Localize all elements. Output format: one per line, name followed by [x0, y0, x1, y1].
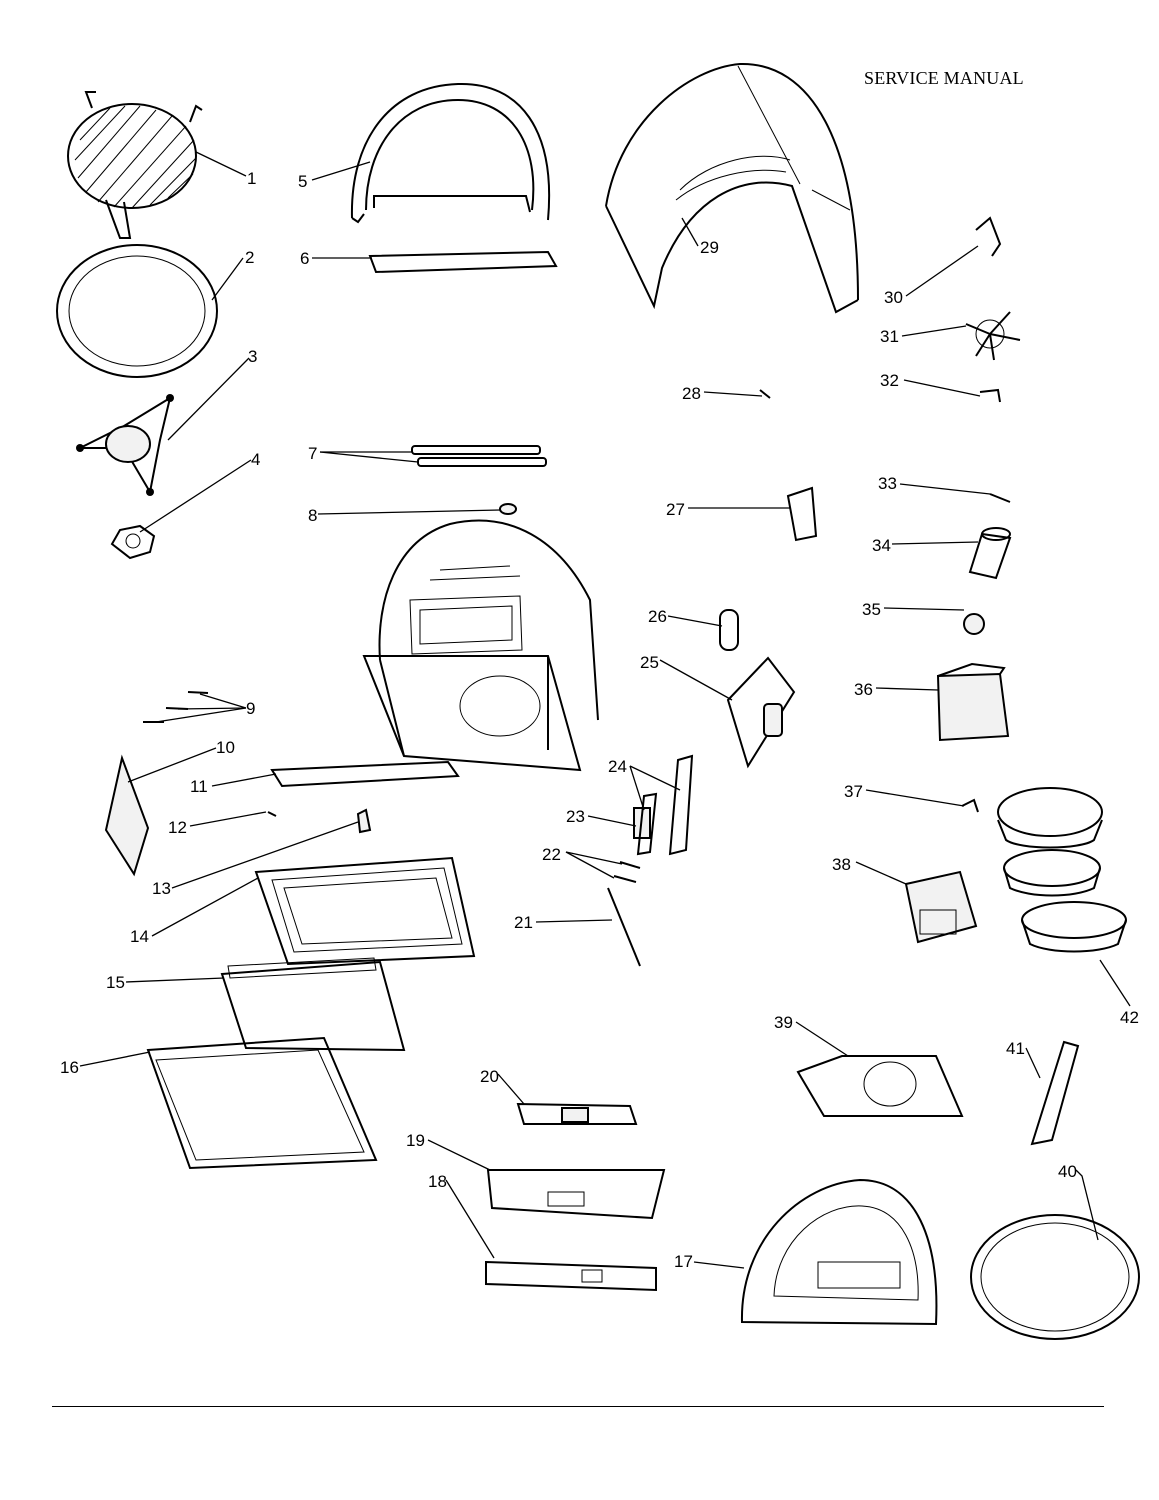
callout-35: 35	[862, 600, 881, 619]
part-heater-tubes	[411, 445, 547, 467]
callout-10: 10	[216, 738, 235, 757]
callout-1: 1	[247, 169, 256, 188]
part-thermal-probe	[607, 887, 641, 967]
header-title: SERVICE MANUAL	[864, 68, 1024, 88]
callout-39: 39	[774, 1013, 793, 1032]
part-grill-rack	[67, 91, 203, 239]
part-hook	[975, 216, 1002, 257]
callout-19: 19	[406, 1131, 425, 1150]
callout-40: 40	[1058, 1162, 1077, 1181]
callout-8: 8	[308, 506, 317, 525]
callout-23: 23	[566, 807, 585, 826]
callout-13: 13	[152, 879, 171, 898]
part-capacitor	[968, 527, 1012, 580]
callout-7: 7	[308, 444, 317, 463]
part-tongs	[1030, 1040, 1080, 1146]
part-door-panel	[146, 1036, 378, 1170]
callout-22: 22	[542, 845, 561, 864]
part-door-inner	[220, 957, 406, 1052]
callout-31: 31	[880, 327, 899, 346]
callout-21: 21	[514, 913, 533, 932]
part-fan-motor-blade	[965, 311, 1021, 361]
part-transformer	[904, 870, 978, 944]
part-gasket-ring	[970, 1214, 1140, 1340]
part-fan-bracket	[796, 1055, 964, 1117]
part-roller-stay	[76, 394, 174, 496]
part-pcb-board	[516, 1102, 638, 1125]
callout-32: 32	[880, 371, 899, 390]
part-pin-33	[989, 493, 1011, 503]
callout-labels: 1 2 3 4 5 6 7 8 9 10 11 12 13 14 15 16 1…	[60, 169, 1139, 1271]
leader-lines	[79, 151, 1131, 1269]
part-sensor-35	[963, 613, 985, 635]
part-roller-ring-gasket	[56, 244, 218, 378]
part-pin-28	[759, 389, 771, 399]
part-back-arch-cover	[740, 1178, 938, 1326]
callout-38: 38	[832, 855, 851, 874]
part-front-arch-frame	[350, 82, 551, 224]
part-clip-37	[961, 798, 979, 813]
part-outer-case	[605, 62, 859, 314]
part-screw-12	[267, 811, 277, 817]
part-screws	[143, 691, 209, 723]
callout-20: 20	[480, 1067, 499, 1086]
callout-28: 28	[682, 384, 701, 403]
callout-27: 27	[666, 500, 685, 519]
part-front-strip	[368, 250, 558, 274]
callout-3: 3	[248, 347, 257, 366]
part-sensor-bracket	[786, 486, 818, 542]
footer-rule	[52, 1406, 1104, 1407]
part-magnetron	[936, 662, 1010, 742]
callout-6: 6	[300, 249, 309, 268]
part-screws-22	[613, 861, 641, 883]
callout-17: 17	[674, 1252, 693, 1271]
callout-11: 11	[190, 777, 208, 796]
callout-14: 14	[130, 927, 149, 946]
callout-18: 18	[428, 1172, 447, 1191]
callout-2: 2	[245, 248, 254, 267]
callout-36: 36	[854, 680, 873, 699]
callout-25: 25	[640, 653, 659, 672]
part-coupler	[110, 524, 156, 560]
callout-16: 16	[60, 1058, 79, 1077]
part-wave-guide-cover	[104, 754, 150, 877]
part-glass-bowl-set	[997, 787, 1127, 953]
callout-30: 30	[884, 288, 903, 307]
part-bottom-bar	[270, 760, 460, 788]
callout-15: 15	[106, 973, 125, 992]
part-control-strip	[485, 1260, 657, 1292]
callout-33: 33	[878, 474, 897, 493]
part-connector-8	[499, 503, 517, 515]
callout-12: 12	[168, 818, 187, 837]
callout-42: 42	[1120, 1008, 1139, 1027]
part-bracket-assembly	[726, 656, 796, 769]
part-oven-cavity	[362, 519, 599, 772]
part-thermal-fuse	[719, 609, 739, 651]
part-door-frame	[254, 856, 476, 966]
part-switch-bracket	[636, 754, 694, 856]
part-control-housing	[486, 1169, 666, 1220]
callout-29: 29	[700, 238, 719, 257]
callout-5: 5	[298, 172, 307, 191]
callout-4: 4	[251, 450, 260, 469]
callout-9: 9	[246, 699, 255, 718]
callout-34: 34	[872, 536, 891, 555]
callout-24: 24	[608, 757, 627, 776]
part-clip-32	[979, 388, 1001, 403]
callout-41: 41	[1006, 1039, 1025, 1058]
callout-26: 26	[648, 607, 667, 626]
part-latch	[356, 808, 372, 834]
callout-37: 37	[844, 782, 863, 801]
